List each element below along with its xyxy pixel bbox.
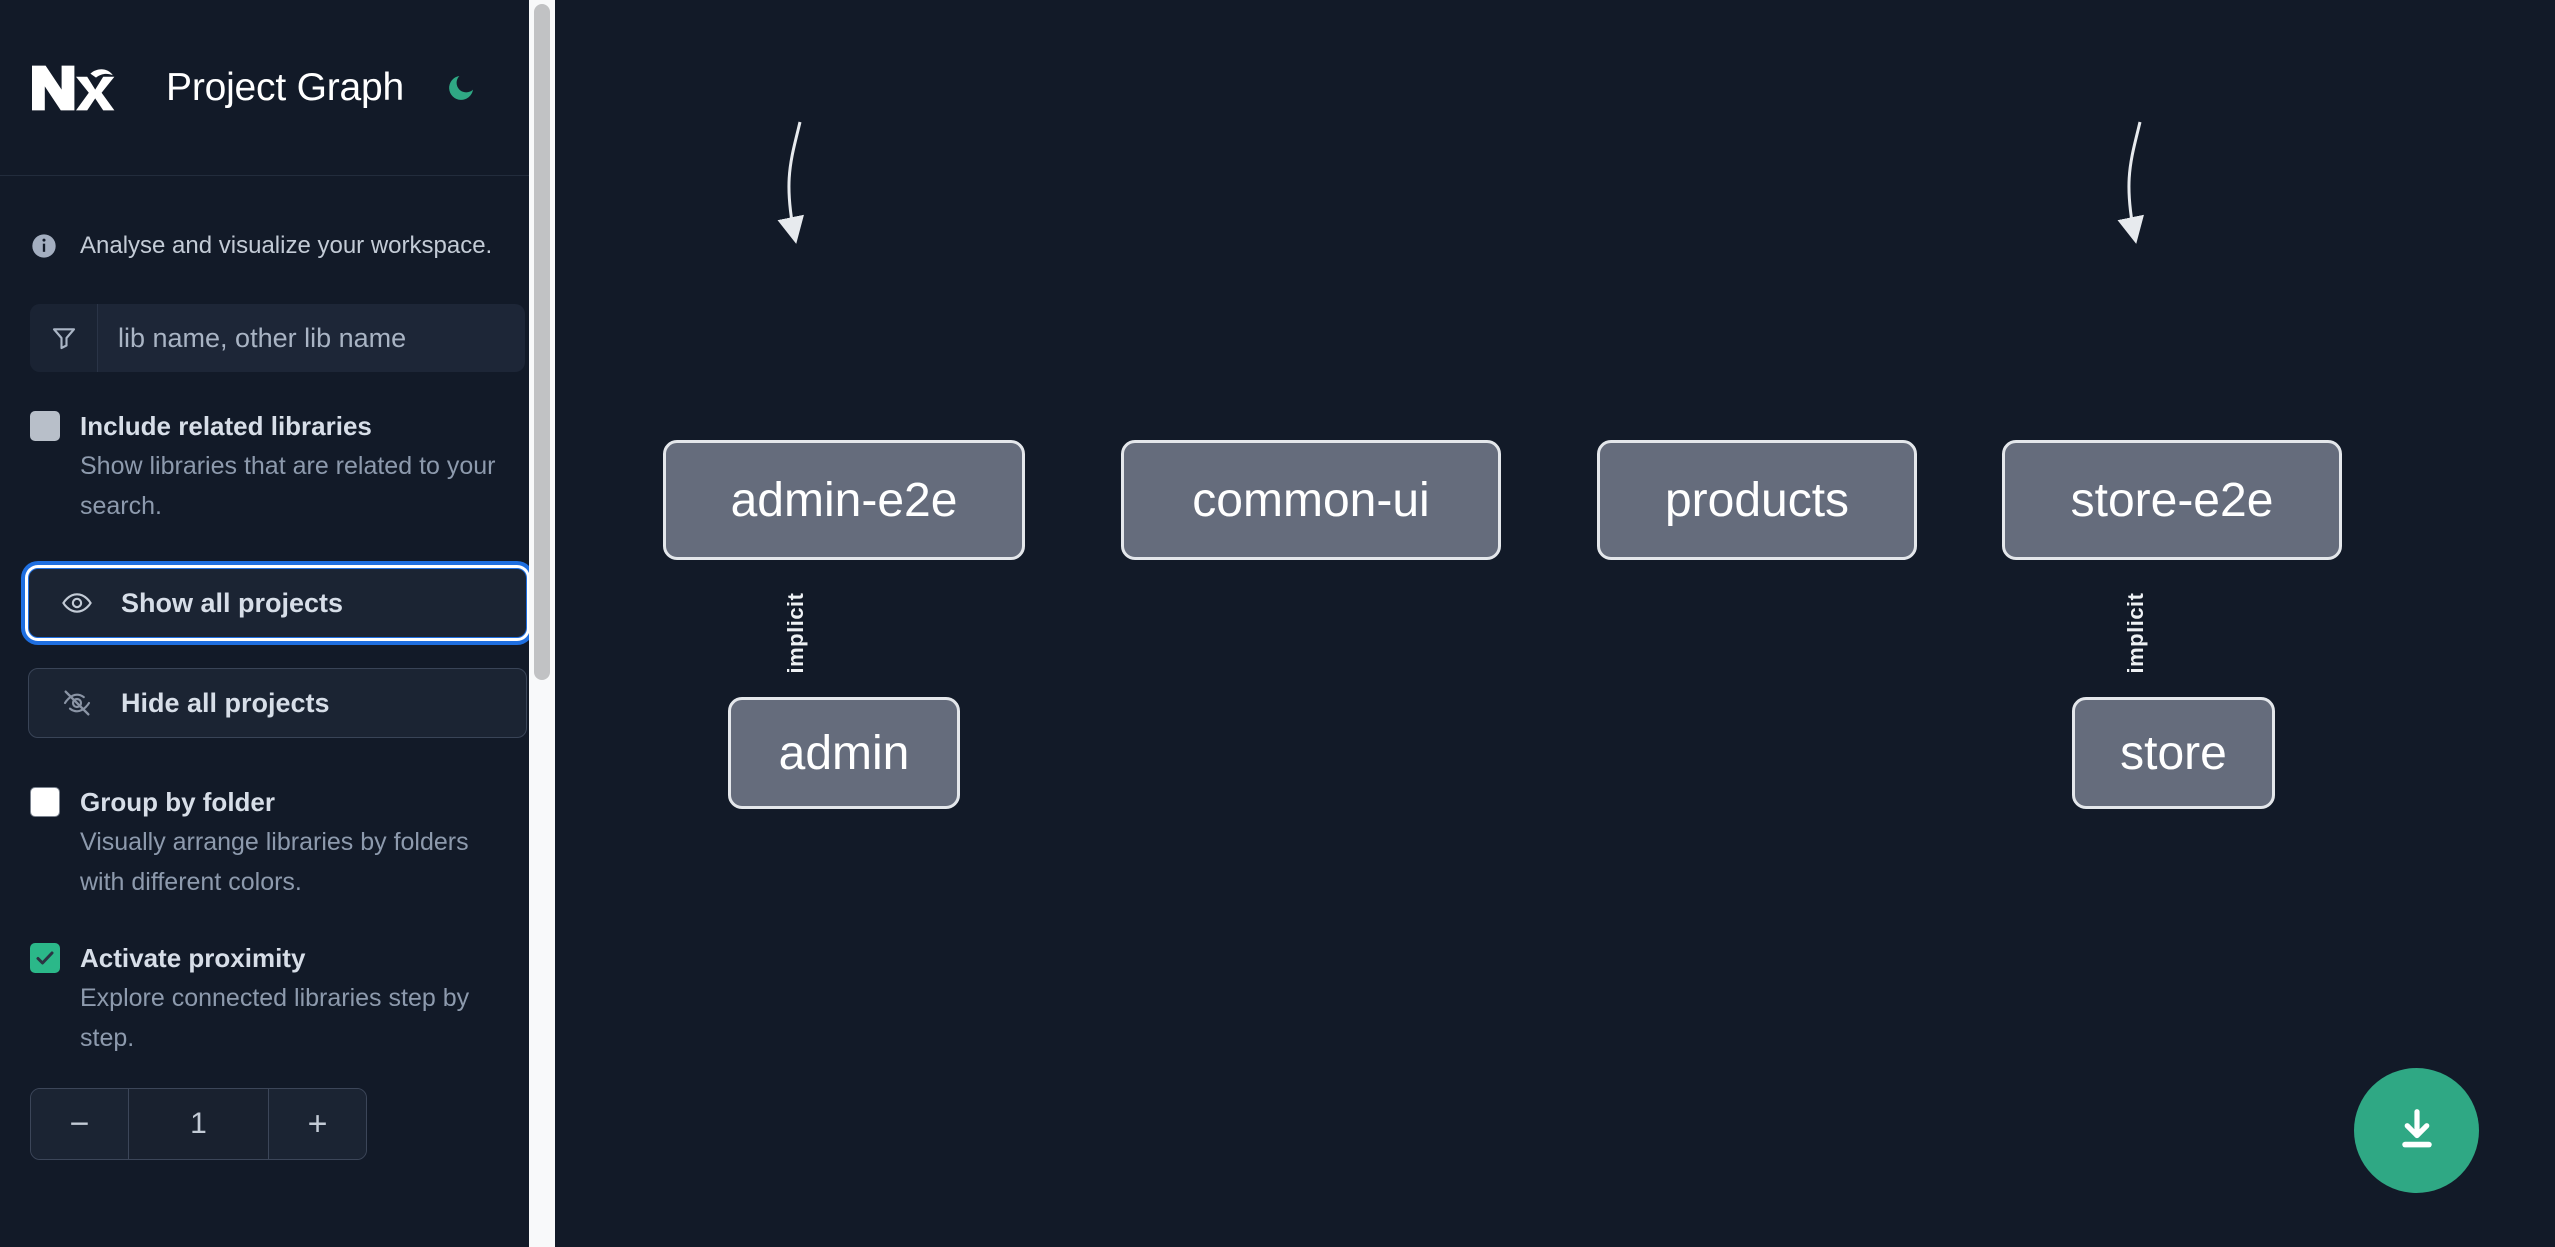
graph-node-store-e2e[interactable]: store-e2e xyxy=(2002,440,2342,560)
option-include-related-libraries: Include related libraries Show libraries… xyxy=(0,406,555,526)
workspace-info-text: Analyse and visualize your workspace. xyxy=(80,232,493,259)
sidebar-scrollbar-track[interactable] xyxy=(529,0,555,1247)
moon-icon[interactable] xyxy=(440,67,482,109)
project-visibility-buttons: Show all projects Hide all projects xyxy=(0,568,555,738)
sidebar-header: Project Graph xyxy=(0,0,555,176)
eye-icon xyxy=(59,585,95,621)
group-by-folder-checkbox[interactable] xyxy=(30,787,60,817)
option-label: Include related libraries xyxy=(80,411,372,441)
sidebar-scrollbar-thumb[interactable] xyxy=(534,4,550,680)
graph-canvas[interactable]: admin-e2e common-ui products store-e2e a… xyxy=(555,0,2555,1247)
stepper-value: 1 xyxy=(129,1089,268,1159)
option-label: Group by folder xyxy=(80,787,275,817)
stepper-increment-button[interactable]: + xyxy=(268,1089,366,1159)
search-box[interactable] xyxy=(30,304,525,372)
option-label: Activate proximity xyxy=(80,943,306,973)
option-activate-proximity: Activate proximity Explore connected lib… xyxy=(0,938,555,1058)
option-description: Show libraries that are related to your … xyxy=(80,452,496,520)
eye-off-icon xyxy=(59,685,95,721)
graph-node-store[interactable]: store xyxy=(2072,697,2275,809)
download-icon xyxy=(2391,1103,2443,1158)
activate-proximity-checkbox[interactable] xyxy=(30,943,60,973)
search-input[interactable] xyxy=(98,304,525,372)
info-circle-icon xyxy=(30,232,58,260)
page-title: Project Graph xyxy=(166,65,405,109)
graph-node-products[interactable]: products xyxy=(1597,440,1917,560)
edge-store-e2e-to-store xyxy=(2117,121,2144,244)
proximity-stepper-section: − 1 + xyxy=(0,1088,555,1160)
hide-all-projects-label: Hide all projects xyxy=(121,687,330,718)
graph-node-common-ui[interactable]: common-ui xyxy=(1121,440,1501,560)
show-all-projects-label: Show all projects xyxy=(121,587,344,618)
option-description: Explore connected libraries step by step… xyxy=(80,984,470,1052)
stepper-decrement-button[interactable]: − xyxy=(31,1089,129,1159)
sidebar: Project Graph Analyse and visualize your… xyxy=(0,0,555,1247)
download-graph-button[interactable] xyxy=(2354,1068,2479,1193)
edge-label-implicit-store: implicit xyxy=(2123,592,2148,674)
graph-edges xyxy=(777,121,2144,244)
proximity-stepper: − 1 + xyxy=(30,1088,367,1160)
option-description: Visually arrange libraries by folders wi… xyxy=(80,828,469,896)
nx-logo-icon xyxy=(28,56,124,120)
workspace-info: Analyse and visualize your workspace. xyxy=(0,198,555,294)
include-related-libraries-checkbox[interactable] xyxy=(30,411,60,441)
search-section xyxy=(0,304,555,372)
graph-node-admin-e2e[interactable]: admin-e2e xyxy=(663,440,1025,560)
option-group-by-folder: Group by folder Visually arrange librari… xyxy=(0,782,555,902)
edge-admin-e2e-to-admin xyxy=(777,121,804,244)
show-all-projects-button[interactable]: Show all projects xyxy=(28,568,527,638)
hide-all-projects-button[interactable]: Hide all projects xyxy=(28,668,527,738)
edge-label-implicit-admin: implicit xyxy=(783,592,808,674)
graph-node-admin[interactable]: admin xyxy=(728,697,960,809)
filter-funnel-icon xyxy=(30,304,98,372)
